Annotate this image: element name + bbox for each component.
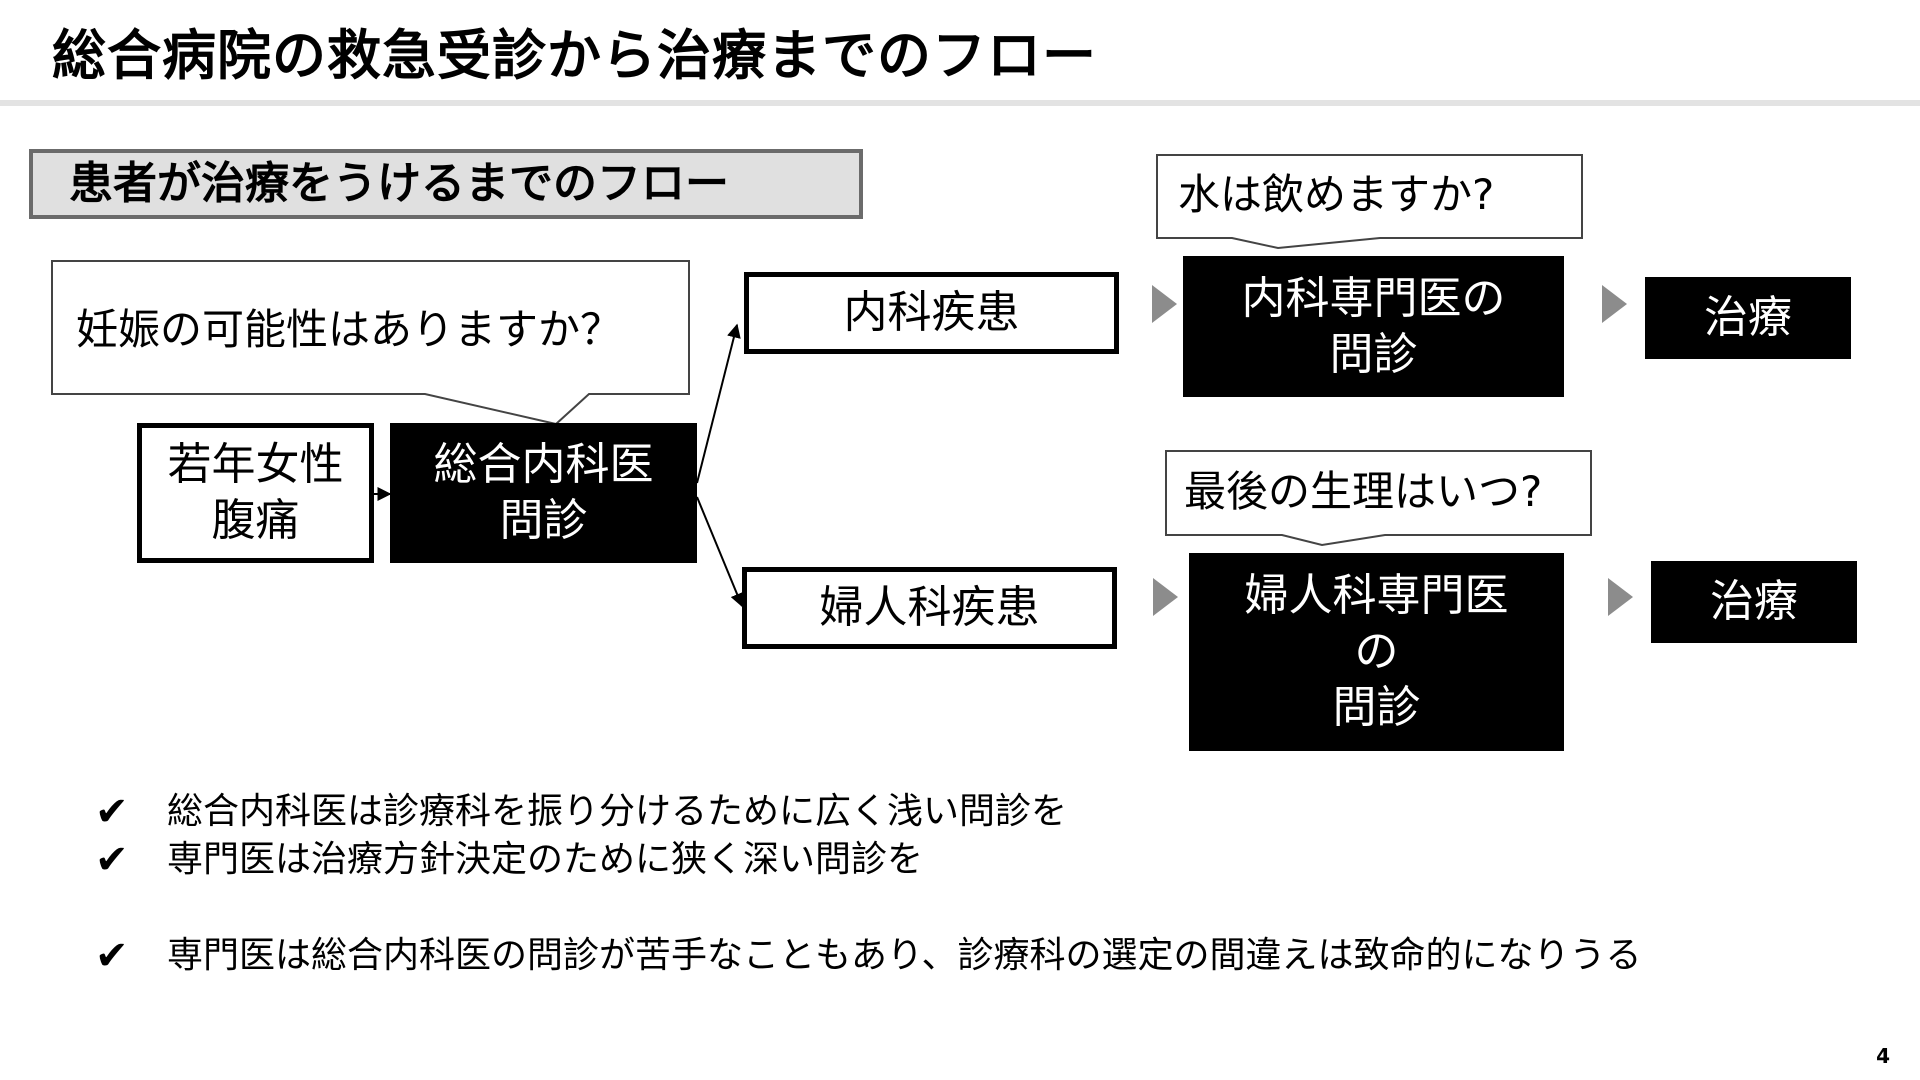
arrow-general-to-gyn (696, 496, 744, 608)
gyn-disease-box: 婦人科疾患 (742, 567, 1117, 649)
bullet-text: 専門医は治療方針決定のために狭く深い問診を (167, 839, 924, 880)
bullet-item-3: ✔ 専門医は総合内科医の問診が苦手なこともあり、診療科の選定の間違えは致命的にな… (95, 933, 1642, 979)
treatment-box-bottom: 治療 (1651, 561, 1857, 643)
section-header: 患者が治療をうけるまでのフロー (29, 149, 863, 219)
title-divider (0, 100, 1920, 106)
check-icon: ✔ (95, 933, 129, 979)
patient-box: 若年女性 腹痛 (137, 423, 374, 563)
treatment-box-top: 治療 (1645, 277, 1851, 359)
callout-period-text: 最後の生理はいつ? (1184, 467, 1543, 516)
arrow-general-to-internal (696, 323, 741, 484)
callout-pregnancy-text: 妊娠の可能性はありますか？ (76, 305, 623, 354)
gyn-specialist-box: 婦人科専門医 の 問診 (1189, 553, 1564, 751)
bullet-text: 専門医は総合内科医の問診が苦手なこともあり、診療科の選定の間違えは致命的になりう… (167, 935, 1642, 976)
internal-specialist-box: 内科専門医の 問診 (1183, 256, 1564, 397)
check-icon: ✔ (95, 789, 129, 835)
callout-water-text: 水は飲めますか? (1178, 170, 1495, 219)
callout-period-outline (1165, 450, 1592, 547)
check-icon: ✔ (95, 837, 129, 883)
triangle-arrow-3 (1153, 578, 1178, 616)
page-number: 4 (1876, 1044, 1890, 1068)
triangle-arrow-2 (1602, 285, 1627, 323)
internal-disease-box: 内科疾患 (744, 272, 1119, 354)
general-physician-box: 総合内科医 問診 (390, 423, 697, 563)
page-title: 総合病院の救急受診から治療までのフロー (52, 24, 1097, 87)
bullet-item-2: ✔ 専門医は治療方針決定のために狭く深い問診を (95, 837, 923, 883)
triangle-arrow-4 (1608, 578, 1633, 616)
bullet-item-1: ✔ 総合内科医は診療科を振り分けるために広く浅い問診を (95, 789, 1067, 835)
callout-water-outline (1156, 154, 1583, 250)
bullet-text: 総合内科医は診療科を振り分けるために広く浅い問診を (167, 791, 1068, 832)
callout-pregnancy-outline (51, 260, 690, 426)
triangle-arrow-1 (1152, 285, 1177, 323)
